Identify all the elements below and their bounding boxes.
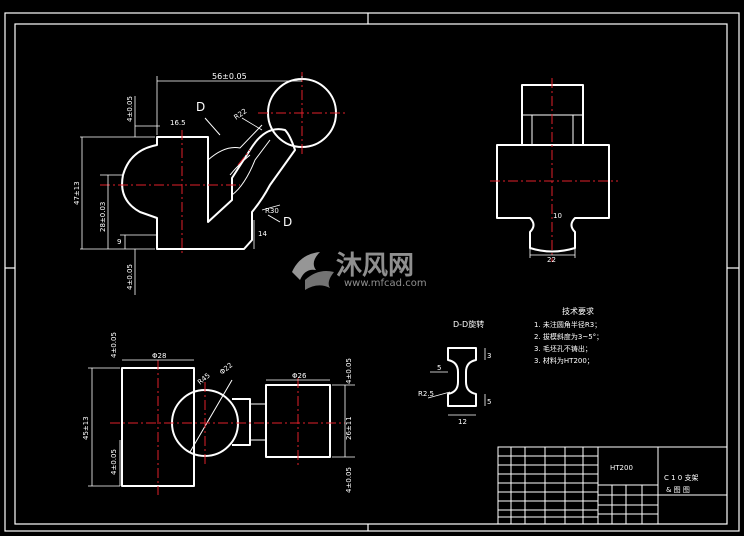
dim-top-left: 4±0.05 <box>110 332 118 358</box>
dd-dim-3: 3 <box>487 352 491 360</box>
tech-requirements: 技术要求 1. 未注圆角半径R3； 2. 拔模斜度为3~5°； 3. 毛坯孔不铸… <box>534 306 603 365</box>
dim-right-top: 4±0.05 <box>345 358 353 384</box>
dim-bottom-height: 4±0.05 <box>126 264 134 290</box>
section-mark-bottom: D <box>283 215 292 229</box>
dim-right-bottom: 4±0.05 <box>345 467 353 493</box>
dim-phi22: Φ22 <box>218 361 234 376</box>
side-view: 22 10 <box>490 78 618 264</box>
tech-req-item: 2. 拔模斜度为3~5°； <box>534 332 603 341</box>
dd-dim-12: 12 <box>458 418 467 426</box>
dim-r45: R45 <box>196 372 212 387</box>
dd-dim-5b: 5 <box>487 398 491 406</box>
dim-lower-left: 4±0.05 <box>110 449 118 475</box>
dim-mid-height: 28±0.03 <box>99 202 107 232</box>
front-view-outline <box>121 128 296 250</box>
sheet-frame <box>4 12 740 532</box>
section-mark-top: D <box>196 100 205 114</box>
front-view: 56±0.05 16.5 R22 4±0.05 47±13 28±0.03 9 … <box>73 72 346 295</box>
title-block-name-line1: C 1 0 支架 <box>664 473 698 482</box>
dim-r30: R30 <box>265 207 279 215</box>
section-dd: D-D旋转 5 3 R2.5 12 5 <box>418 319 491 426</box>
dd-dim-5: 5 <box>437 364 441 372</box>
dim-r22: R22 <box>233 107 249 121</box>
dd-dim-r25: R2.5 <box>418 390 434 398</box>
dim-right-mid: 26±11 <box>345 416 353 440</box>
watermark-brand: 沐风网 <box>336 251 414 281</box>
dim-dia26: Φ26 <box>292 372 307 380</box>
watermark: 沐风网 www.mfcad.com <box>292 251 427 290</box>
dim-16-5: 16.5 <box>170 119 186 127</box>
dim-45-13: 45±13 <box>82 416 90 440</box>
dim-total-height: 47±13 <box>73 181 81 205</box>
title-block-name-line2: & 图 图 <box>666 486 690 494</box>
dim-22: 22 <box>547 256 556 264</box>
dim-9: 9 <box>117 238 121 246</box>
dim-14: 14 <box>258 230 267 238</box>
dim-dia28: Φ28 <box>152 352 166 360</box>
dim-10: 10 <box>553 212 562 220</box>
dim-top-height: 4±0.05 <box>126 96 134 122</box>
tech-req-item: 3. 材料为HT200； <box>534 356 594 365</box>
tech-req-title: 技术要求 <box>562 306 594 316</box>
top-view: Φ28 Φ26 R45 Φ22 45±13 4±0.05 4±0.05 4±0.… <box>82 332 355 495</box>
tech-req-item: 3. 毛坯孔不铸出； <box>534 344 592 353</box>
watermark-logo-icon <box>292 252 334 290</box>
watermark-url: www.mfcad.com <box>344 278 427 289</box>
title-block: HT200 C 1 0 支架 & 图 图 <box>497 446 728 525</box>
dim-width-top: 56±0.05 <box>212 72 247 81</box>
section-dd-title: D-D旋转 <box>453 319 484 329</box>
tech-req-item: 1. 未注圆角半径R3； <box>534 320 601 329</box>
title-block-material: HT200 <box>610 464 633 472</box>
